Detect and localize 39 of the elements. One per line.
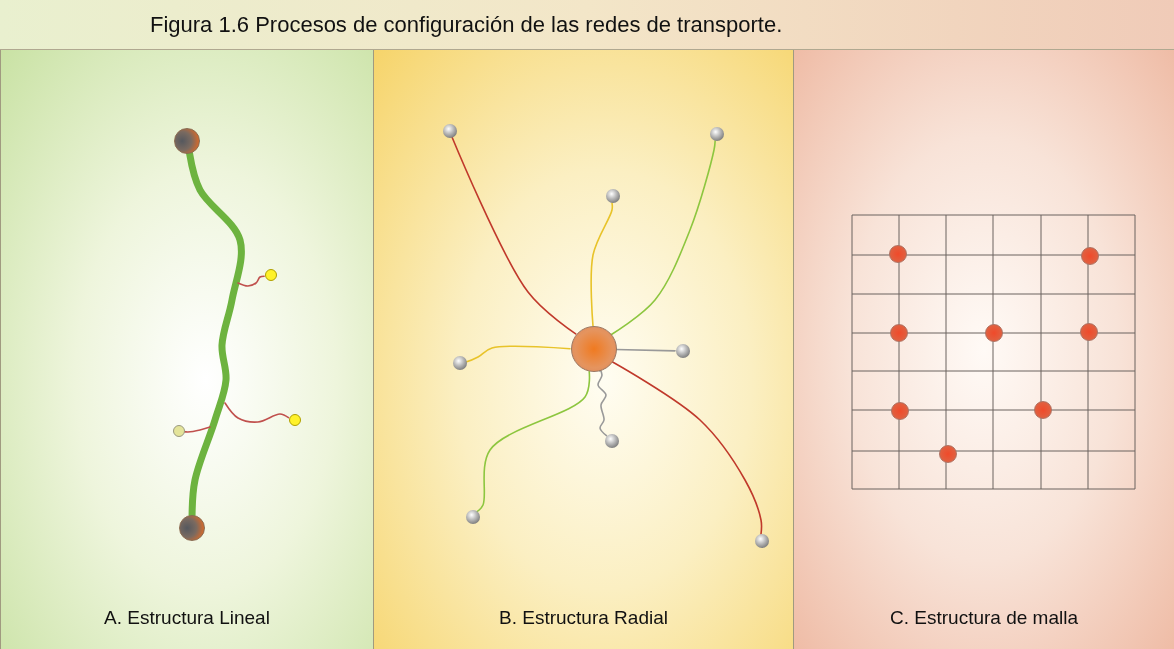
satellite-node xyxy=(755,534,769,548)
grid-node xyxy=(985,324,1003,342)
grid-node xyxy=(939,445,957,463)
route-line xyxy=(590,202,614,327)
branch-node xyxy=(289,414,301,426)
branch-node xyxy=(265,269,277,281)
route-line xyxy=(610,140,716,336)
hub-node xyxy=(571,326,617,372)
grid-node xyxy=(1080,323,1098,341)
branch-line xyxy=(224,402,290,423)
route-line xyxy=(611,360,763,535)
title: Figura 1.6 Procesos de configuración de las redes de transporte. xyxy=(150,12,783,38)
grid-node xyxy=(1081,247,1099,265)
panel-label: A. Estructura Lineal xyxy=(103,607,271,629)
satellite-node xyxy=(606,189,620,203)
panel xyxy=(0,50,373,649)
satellite-node xyxy=(676,344,690,358)
panel-label: C. Estructura de malla xyxy=(889,607,1079,629)
satellite-node xyxy=(466,510,480,524)
branch-line xyxy=(183,426,211,433)
route-line xyxy=(465,345,571,363)
branch-node xyxy=(173,425,185,437)
grid-node xyxy=(890,324,908,342)
route-line xyxy=(475,370,591,513)
satellite-node xyxy=(453,356,467,370)
terminal-node xyxy=(179,515,205,541)
grid-node xyxy=(889,245,907,263)
grid-node xyxy=(891,402,909,420)
satellite-node xyxy=(710,127,724,141)
route-line xyxy=(615,348,676,352)
panel xyxy=(793,50,1174,649)
satellite-node xyxy=(443,124,457,138)
panel-label: B. Estructura Radial xyxy=(498,607,669,629)
branch-line xyxy=(237,275,265,287)
terminal-node xyxy=(174,128,200,154)
panel xyxy=(373,50,793,649)
route-line xyxy=(451,136,577,335)
grid-node xyxy=(1034,401,1052,419)
satellite-node xyxy=(605,434,619,448)
